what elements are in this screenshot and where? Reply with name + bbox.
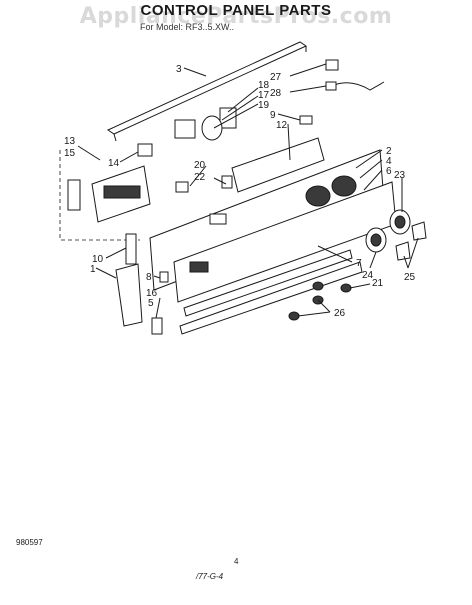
part-9-screw bbox=[299, 115, 313, 125]
footer-document-number: 980597 bbox=[16, 538, 43, 547]
part-13-15-timer bbox=[59, 150, 151, 241]
part-14-clip bbox=[137, 143, 153, 157]
callout-7: 7 bbox=[356, 258, 362, 269]
callout-25: 25 bbox=[404, 272, 416, 283]
callout-4: 4 bbox=[386, 156, 392, 167]
callout-23: 23 bbox=[394, 170, 406, 181]
part-23-24-25-knobs bbox=[365, 209, 427, 261]
part-16-5-end-piece bbox=[151, 317, 163, 335]
part-27-28-wire-harness bbox=[325, 59, 385, 91]
callout-21: 21 bbox=[372, 278, 384, 289]
callout-12: 12 bbox=[276, 120, 288, 131]
callout-24: 24 bbox=[362, 270, 374, 281]
callout-5: 5 bbox=[148, 298, 154, 309]
part-1-end-cap bbox=[115, 263, 143, 327]
part-8-clip bbox=[159, 271, 169, 283]
callout-3: 3 bbox=[176, 64, 182, 75]
footer-handwritten-code: /77-G-4 bbox=[196, 572, 224, 581]
callout-28: 28 bbox=[270, 88, 282, 99]
leader-lines bbox=[77, 63, 419, 319]
callout-19: 19 bbox=[258, 100, 270, 111]
callout-16: 16 bbox=[146, 288, 158, 299]
footer-page-number: 4 bbox=[234, 557, 239, 566]
callout-13: 13 bbox=[64, 136, 76, 147]
callout-10: 10 bbox=[92, 254, 104, 265]
part-3-top-trim bbox=[106, 41, 308, 142]
callout-26: 26 bbox=[334, 308, 346, 319]
callout-14: 14 bbox=[108, 158, 120, 169]
page-title: CONTROL PANEL PARTS bbox=[140, 2, 332, 19]
callout-9: 9 bbox=[270, 110, 276, 121]
part-7-trim bbox=[179, 249, 363, 335]
callout-8: 8 bbox=[146, 272, 152, 283]
callout-2: 2 bbox=[386, 146, 392, 157]
part-10-bracket bbox=[125, 233, 137, 265]
model-line: For Model: RF3..5.XW.. bbox=[140, 22, 235, 32]
watermark-text: AppliancePartsPros.com bbox=[79, 4, 393, 29]
callout-labels: 1 2 3 4 5 6 7 8 9 10 12 13 14 15 16 17 1… bbox=[64, 64, 416, 319]
callout-20: 20 bbox=[194, 160, 206, 171]
callout-18: 18 bbox=[258, 80, 270, 91]
callout-15: 15 bbox=[64, 148, 76, 159]
callout-22: 22 bbox=[194, 172, 206, 183]
callout-1: 1 bbox=[90, 264, 96, 275]
callout-6: 6 bbox=[386, 166, 392, 177]
callout-27: 27 bbox=[270, 72, 282, 83]
callout-17: 17 bbox=[258, 90, 270, 101]
part-17-18-switch bbox=[174, 107, 237, 141]
